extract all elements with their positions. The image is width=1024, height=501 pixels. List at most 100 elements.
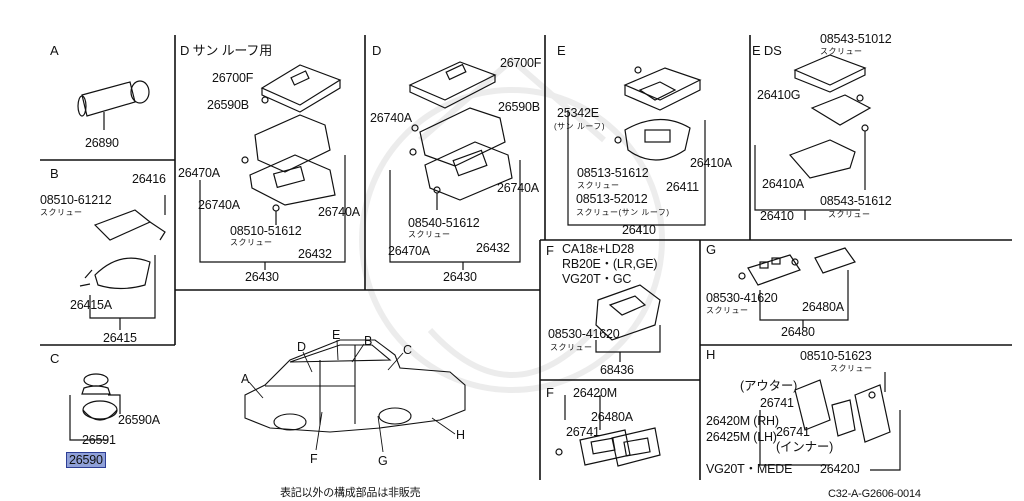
part-number[interactable]: 26411	[666, 180, 699, 194]
part-number[interactable]: 26425M (LH)	[706, 430, 777, 444]
part-number[interactable]: 26590B	[498, 100, 540, 114]
engine-code: CA18ε+LD28	[562, 242, 635, 256]
part-number[interactable]: 26416	[132, 172, 166, 186]
section-header-b: B	[50, 166, 59, 181]
section-header-g: G	[706, 242, 716, 257]
part-number[interactable]: 08510-51612	[230, 224, 302, 238]
section-header-a: A	[50, 43, 59, 58]
screw-note: スクリュー	[577, 181, 620, 190]
part-number[interactable]: 26470A	[178, 166, 220, 180]
part-68436-drawing	[595, 284, 661, 362]
part-26480-drawing	[738, 247, 856, 328]
diagram-code: C32-A-G2606-0014	[828, 488, 921, 500]
screw-note: スクリュー	[550, 343, 593, 352]
part-number[interactable]: 25342E	[557, 106, 599, 120]
part-number[interactable]: 26410	[622, 223, 656, 237]
selected-part-number[interactable]: 26590	[66, 452, 106, 468]
screw-note: スクリュー	[828, 210, 871, 219]
car-callout-b: B	[364, 334, 373, 348]
part-number[interactable]: 26740A	[198, 198, 240, 212]
part-number[interactable]: 26410	[760, 209, 794, 223]
car-callout-a: A	[241, 372, 250, 386]
part-number[interactable]: 08543-51012	[820, 32, 892, 46]
part-number[interactable]: 26590A	[118, 413, 160, 427]
section-header-e: E	[557, 43, 566, 58]
screw-note: スクリュー	[408, 230, 451, 239]
part-number[interactable]: 26740A	[497, 181, 539, 195]
part-number[interactable]: 26591	[82, 433, 116, 447]
car-callout-e: E	[332, 328, 341, 342]
part-26420-drawing	[759, 372, 901, 471]
car-callout-f: F	[310, 452, 318, 466]
sunroof-note: (サン ルーフ)	[554, 122, 606, 131]
engine-code: RB20E・(LR,GE)	[562, 257, 658, 271]
section-header-h: H	[706, 347, 716, 362]
part-number[interactable]: 26432	[476, 241, 510, 255]
part-number[interactable]: 08530-41620	[706, 291, 778, 305]
part-number[interactable]: 26420M	[573, 386, 617, 400]
part-26430-sunroof-drawing	[199, 64, 346, 270]
part-number[interactable]: 26430	[245, 270, 279, 284]
part-26410-ds-drawing	[754, 54, 872, 220]
outer-note: (アウター)	[740, 379, 798, 393]
car-callout-leaders	[248, 339, 456, 453]
part-26420m-drawing	[555, 395, 661, 467]
part-number[interactable]: 26415A	[70, 298, 112, 312]
part-number[interactable]: 08543-51612	[820, 194, 892, 208]
section-header-f: F	[546, 243, 554, 258]
screw-note: スクリュー	[230, 238, 273, 247]
part-number[interactable]: 26740A	[318, 205, 360, 219]
part-number[interactable]: 26410A	[690, 156, 732, 170]
part-number[interactable]: 68436	[600, 363, 634, 377]
part-number[interactable]: 26590B	[207, 98, 249, 112]
part-number[interactable]: 26410A	[762, 177, 804, 191]
part-number[interactable]: 08513-52012	[576, 192, 648, 206]
part-26410-sunroof-drawing	[567, 66, 706, 232]
screw-note: スクリュー	[830, 364, 873, 373]
part-number[interactable]: 26480	[781, 325, 815, 339]
part-number[interactable]: 26700F	[500, 56, 542, 70]
section-dividers	[40, 35, 1012, 480]
part-26890-drawing	[77, 80, 150, 130]
part-number[interactable]: 26420M (RH)	[706, 414, 779, 428]
car-callout-g: G	[378, 454, 388, 468]
part-number[interactable]: 26741	[760, 396, 794, 410]
section-header-d-sunroof: D サン ルーフ用	[180, 43, 273, 58]
part-number[interactable]: 26741	[566, 425, 600, 439]
part-number[interactable]: 26410G	[757, 88, 801, 102]
part-26415-drawing	[79, 195, 166, 330]
part-number[interactable]: 26432	[298, 247, 332, 261]
part-number[interactable]: 08510-51623	[800, 349, 872, 363]
car-callout-h: H	[456, 428, 465, 442]
part-number[interactable]: 26700F	[212, 71, 254, 85]
part-number[interactable]: 26741	[776, 425, 810, 439]
part-number[interactable]: 26420J	[820, 462, 860, 476]
section-header-e-ds: E DS	[752, 43, 782, 58]
variant-note: VG20T・MEDE	[706, 462, 793, 476]
section-header-c: C	[50, 351, 60, 366]
part-number[interactable]: 26470A	[388, 244, 430, 258]
part-number[interactable]: 08510-61212	[40, 193, 112, 207]
part-number[interactable]: 26740A	[370, 111, 412, 125]
part-number[interactable]: 26415	[103, 331, 137, 345]
footer-note: 表記以外の構成部品は非販売	[280, 487, 421, 499]
part-number[interactable]: 26430	[443, 270, 477, 284]
engine-code: VG20T・GC	[562, 272, 632, 286]
part-number[interactable]: 26480A	[802, 300, 844, 314]
screw-note: スクリュー	[706, 306, 749, 315]
screw-note: スクリュー	[820, 47, 863, 56]
part-number[interactable]: 26480A	[591, 410, 633, 424]
screw-note: スクリュー	[40, 208, 83, 217]
screw-note: スクリュー(サン ルーフ)	[576, 208, 670, 217]
part-number[interactable]: 08513-51612	[577, 166, 649, 180]
car-callout-c: C	[403, 343, 412, 357]
car-callout-d: D	[297, 340, 306, 354]
part-number[interactable]: 26890	[85, 136, 119, 150]
part-number[interactable]: 08540-51612	[408, 216, 480, 230]
section-header-d: D	[372, 43, 382, 58]
part-number[interactable]: 08530-41620	[548, 327, 620, 341]
inner-note: (インナー)	[776, 440, 834, 454]
part-26590-drawing	[69, 373, 121, 441]
section-header-f2: F	[546, 385, 554, 400]
